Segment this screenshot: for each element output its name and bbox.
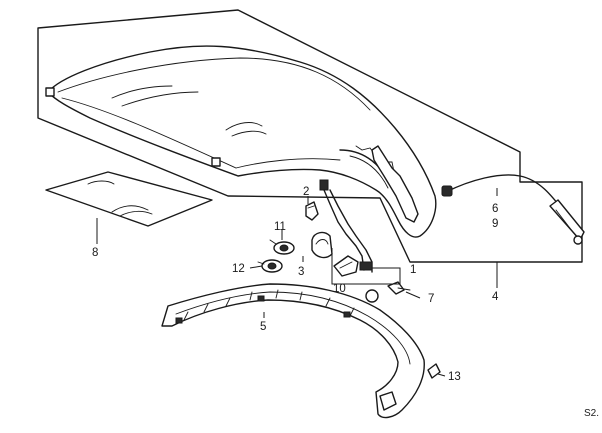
callout-13: 13 [448, 371, 461, 383]
callout-9: 9 [492, 218, 498, 230]
release-cable [441, 174, 585, 245]
callout-11: 11 [274, 221, 286, 233]
callout-10: 10 [333, 283, 346, 295]
callout-12: 12 [232, 263, 245, 275]
callout-6: 6 [492, 203, 498, 215]
lock-bracket [319, 179, 373, 273]
clip-part-2 [305, 201, 319, 221]
callout-2: 2 [303, 186, 309, 198]
grommet-part-11 [269, 239, 295, 255]
callout-8: 8 [92, 247, 98, 259]
rear-frame-part-5 [161, 283, 425, 419]
latch-part-10 [333, 255, 359, 277]
fasteners-part-7 [365, 281, 411, 303]
callout-7: 7 [428, 293, 434, 305]
leader-lines [96, 188, 498, 377]
mount-part-3 [311, 231, 333, 259]
callout-1: 1 [410, 264, 416, 276]
callout-5: 5 [260, 321, 266, 333]
assembly-outline [37, 9, 583, 263]
clip-part-13 [427, 363, 441, 379]
hardtop-roof [45, 45, 437, 238]
diagram-code: S2. [584, 408, 599, 419]
headliner-pad [45, 171, 213, 227]
callout-3: 3 [298, 266, 304, 278]
callout-4: 4 [492, 291, 499, 303]
